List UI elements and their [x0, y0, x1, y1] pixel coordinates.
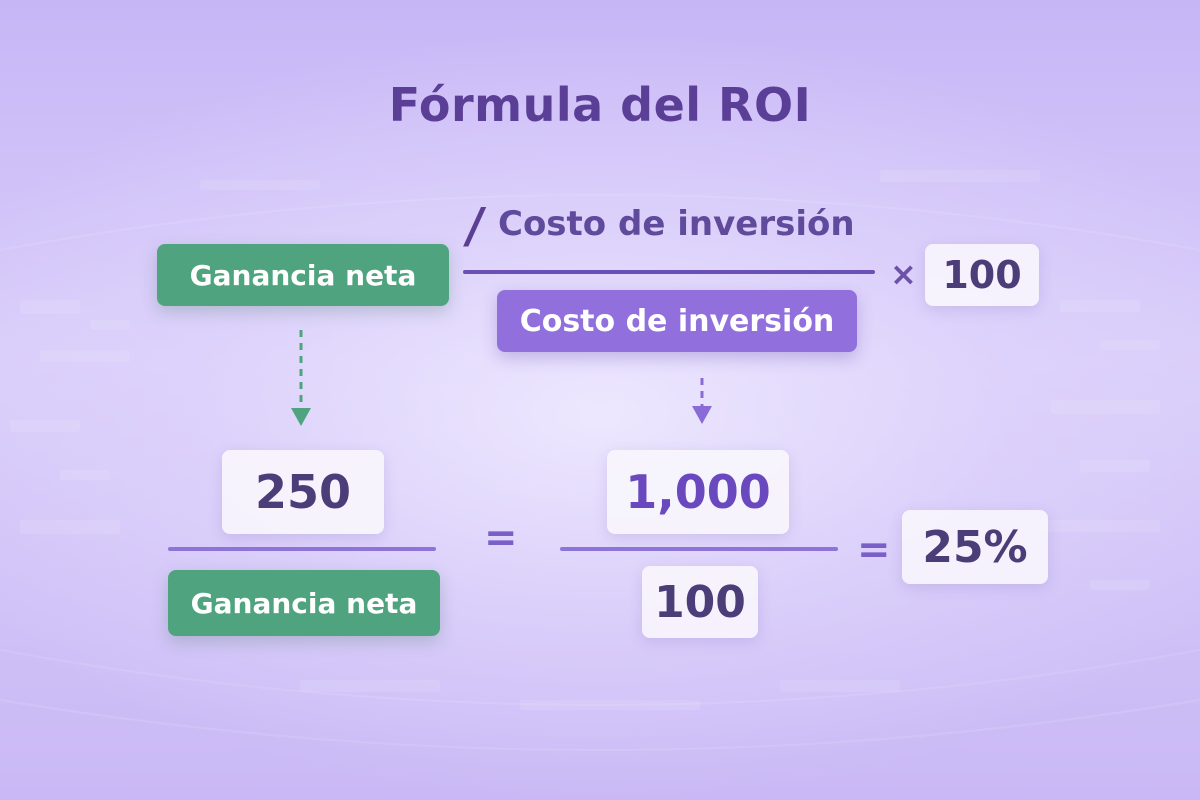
page-title: Fórmula del ROI: [388, 78, 812, 132]
formula-header-label: Costo de inversión: [498, 204, 855, 244]
equals-sign: =: [484, 515, 518, 561]
net-gain-pill: Ganancia neta: [157, 244, 449, 306]
right-denominator-value: 100: [654, 576, 746, 628]
left-denominator-pill: Ganancia neta: [168, 570, 440, 636]
left-denominator-label: Ganancia neta: [190, 586, 418, 620]
left-numerator-value: 250: [254, 465, 352, 519]
left-fraction-line: [168, 547, 436, 551]
right-numerator-box: 1,000: [607, 450, 789, 534]
right-numerator-value: 1,000: [625, 465, 771, 519]
result-value: 25%: [922, 521, 1028, 573]
right-fraction-line: [560, 547, 838, 551]
left-numerator-box: 250: [222, 450, 384, 534]
down-arrow-icon: [692, 378, 712, 424]
division-slash: /: [462, 198, 488, 254]
multiplier-value: 100: [942, 253, 1022, 297]
investment-cost-label: Costo de inversión: [519, 303, 835, 339]
investment-cost-pill: Costo de inversión: [497, 290, 857, 352]
net-gain-label: Ganancia neta: [189, 258, 417, 292]
times-symbol: ×: [890, 255, 917, 293]
equals-sign: =: [857, 527, 891, 573]
formula-fraction-line: [463, 270, 875, 274]
right-denominator-box: 100: [642, 566, 758, 638]
result-box: 25%: [902, 510, 1048, 584]
down-arrow-icon: [291, 330, 311, 426]
multiplier-box: 100: [925, 244, 1039, 306]
